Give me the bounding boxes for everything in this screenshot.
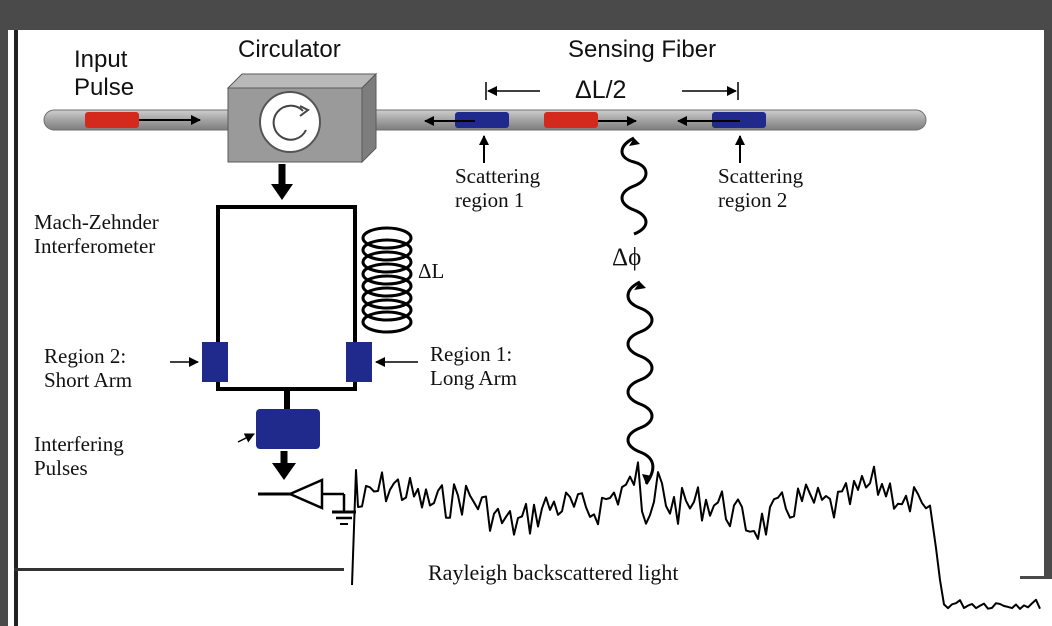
fiber-pulse-red	[544, 112, 598, 128]
region-2-short-arm-marker	[202, 342, 228, 382]
wave-lower	[626, 280, 655, 485]
rayleigh-label: Rayleigh backscattered light	[428, 560, 679, 585]
circulator-block	[226, 72, 378, 164]
mzi-line-1: Mach-Zehnder	[34, 210, 159, 234]
interfering-line-2: Pulses	[34, 456, 88, 481]
frame-right-bar	[1044, 0, 1052, 576]
frame-bottom-right-line	[1020, 576, 1052, 579]
mzi-line-2: Interferometer	[34, 234, 156, 259]
down-arrow-head	[271, 184, 293, 200]
dimension-delta-l-half	[485, 82, 739, 100]
photodetector-icon	[258, 478, 356, 525]
region-2-line-1: Region 2:	[44, 344, 127, 368]
frame-inner-left-line	[14, 30, 18, 626]
frame-left-bar	[0, 0, 8, 626]
interfering-pulses-label: Interfering Pulses	[34, 432, 124, 480]
input-pulse-line-2: Pulse	[74, 73, 135, 101]
interfering-pulses-marker	[256, 409, 320, 449]
circulator-label: Circulator	[238, 36, 341, 63]
scattering-1-line-2: region 1	[455, 188, 525, 213]
region-2-label: Region 2: Short Arm	[44, 344, 132, 392]
circulator-rotation-arrowhead-icon	[299, 105, 310, 117]
delta-phi-label: Δϕ	[612, 244, 642, 271]
scattering-region-1-label: Scattering region 1	[455, 164, 540, 212]
frame-top-bar	[0, 0, 1052, 30]
circulator-top-face	[226, 73, 378, 89]
delta-l-half-label: ΔL/2	[575, 76, 627, 104]
scattering-2-line-2: region 2	[718, 188, 788, 213]
circulator-rotation-icon	[272, 104, 307, 141]
rayleigh-trace	[351, 461, 1041, 610]
wave-lower-arrowhead	[634, 282, 646, 290]
wave-upper-arrowhead	[629, 138, 640, 146]
scattering-1-line-1: Scattering	[455, 164, 541, 188]
interfering-pointer	[237, 433, 255, 443]
interfering-line-1: Interfering	[34, 432, 124, 456]
input-pulse-label: Input Pulse	[74, 46, 134, 101]
sensing-fiber-label: Sensing Fiber	[568, 36, 717, 63]
delta-l-label: ΔL	[418, 259, 445, 283]
circulator-disc	[259, 91, 321, 153]
region-2-line-2: Short Arm	[44, 368, 133, 393]
region-1-label: Region 1: Long Arm	[430, 342, 517, 390]
input-pulse-red	[85, 112, 139, 128]
wave-upper	[620, 136, 648, 236]
region-1-long-arm-marker	[346, 342, 372, 382]
scattering-region-2-label: Scattering region 2	[718, 164, 803, 212]
region-1-line-2: Long Arm	[430, 366, 517, 391]
input-pulse-line-1: Input	[74, 46, 128, 73]
delay-coil	[361, 226, 413, 334]
region-1-line-1: Region 1:	[430, 342, 513, 366]
circulator-side-face	[361, 72, 377, 164]
mzi-label: Mach-Zehnder Interferometer	[34, 210, 159, 258]
detector-arrow-head	[272, 463, 296, 480]
mzi-box	[216, 205, 357, 391]
frame-bottom-left-line	[14, 568, 344, 571]
wave-lower-tail-arrowhead	[642, 474, 652, 484]
scattering-2-line-1: Scattering	[718, 164, 804, 188]
scattering-region-1-marker	[455, 112, 509, 128]
